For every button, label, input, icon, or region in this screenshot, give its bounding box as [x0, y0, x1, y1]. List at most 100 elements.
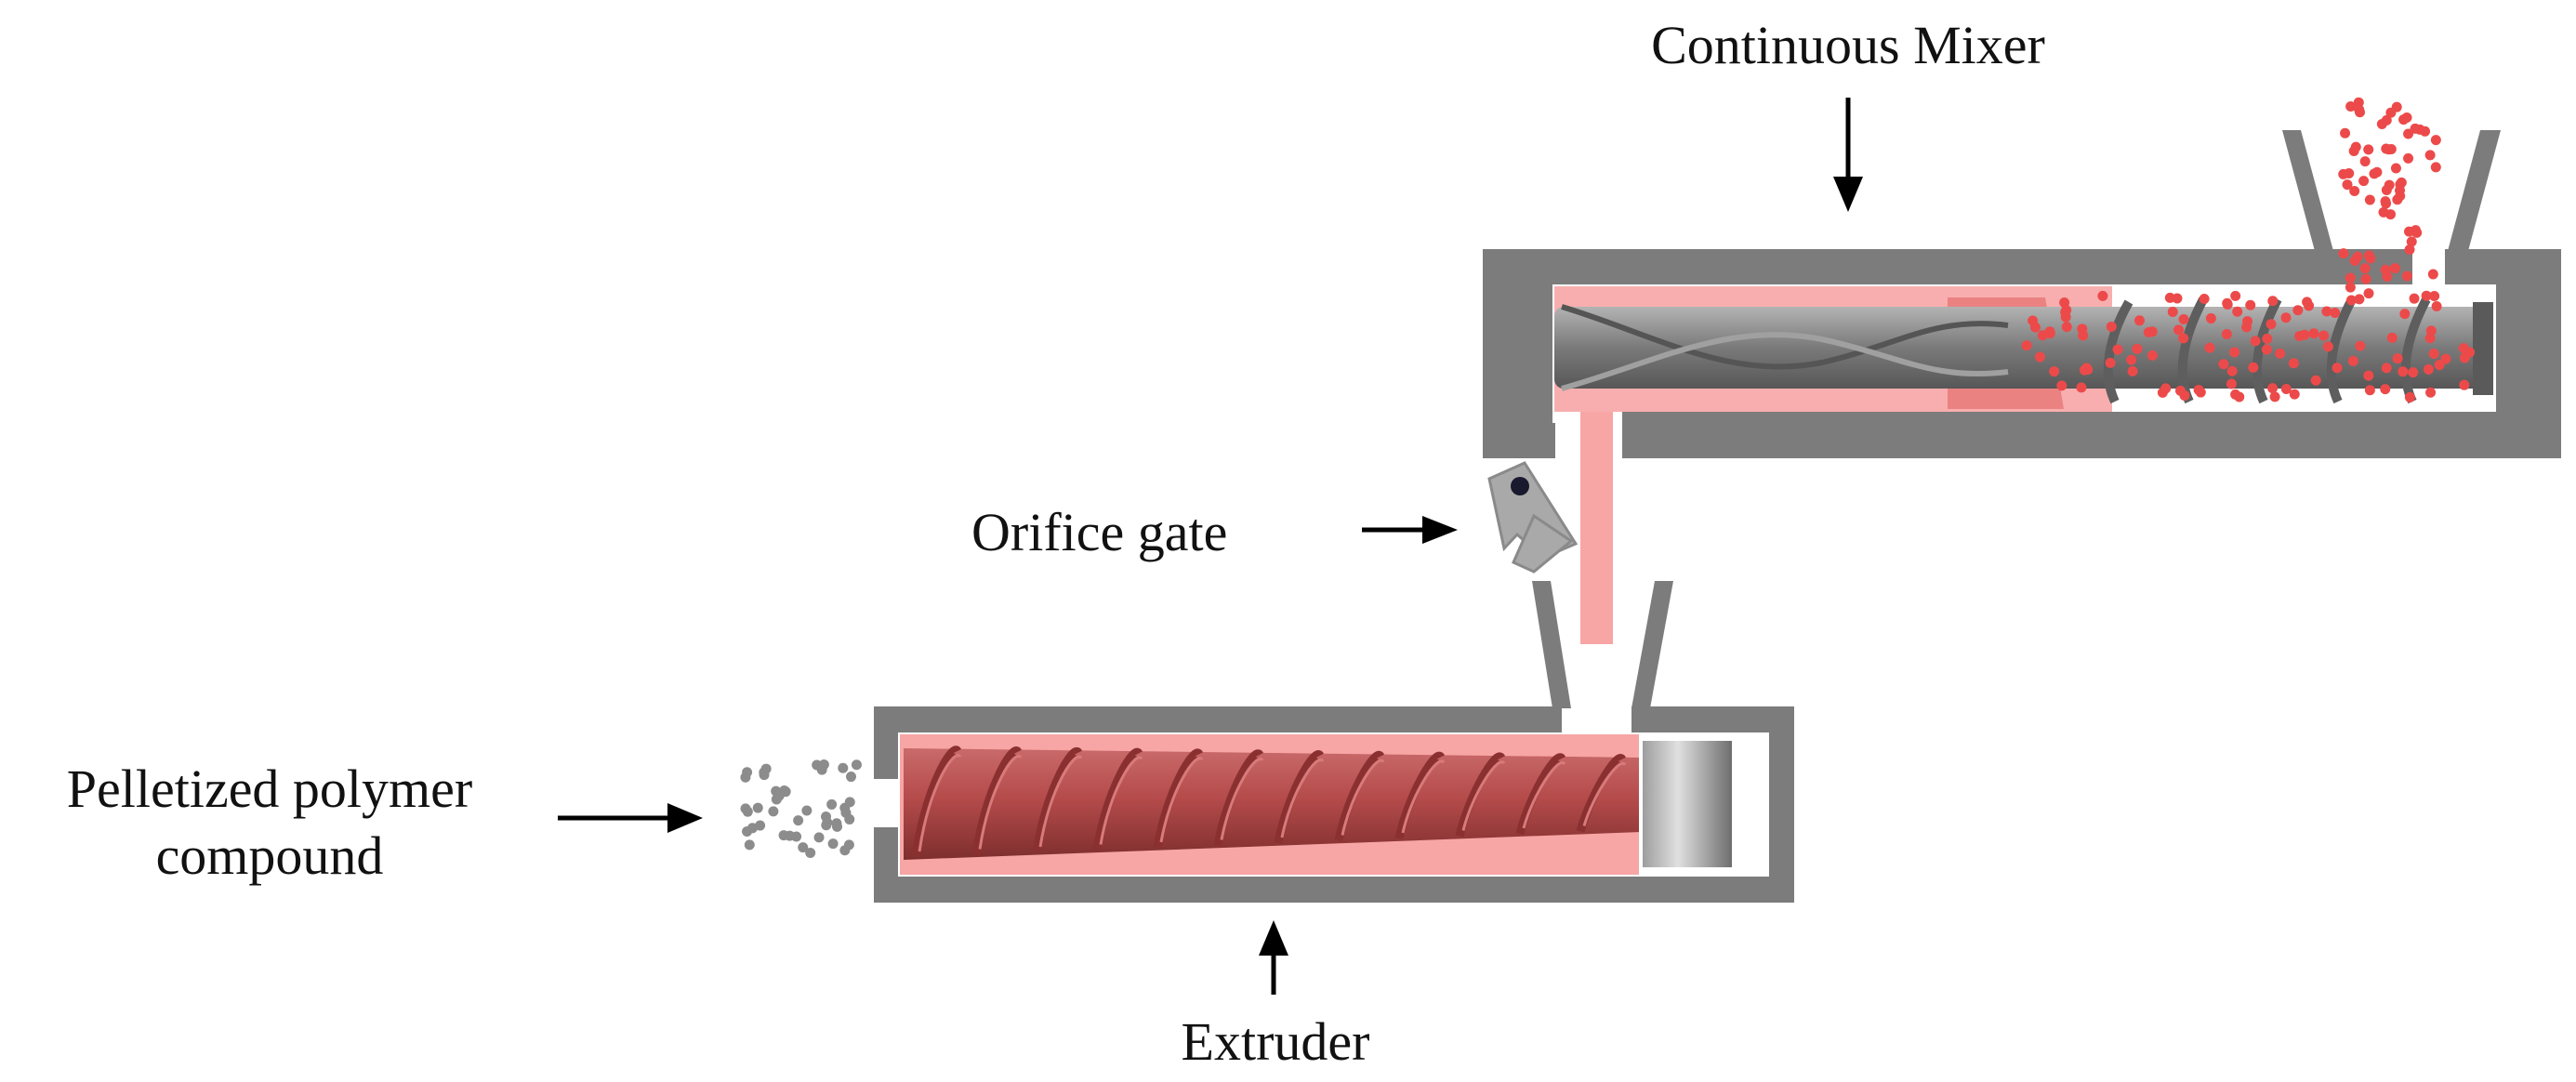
screw-flight-highlight [978, 754, 1023, 850]
grey-pellet [826, 798, 838, 810]
red-pellet [2292, 305, 2304, 316]
grey-pellet [768, 806, 779, 817]
grey-pellet [839, 802, 851, 813]
red-pellet [2318, 330, 2330, 341]
red-pellet [2401, 270, 2412, 282]
grey-pellet [784, 830, 795, 841]
red-pellet [2097, 290, 2108, 301]
red-pellet [2349, 256, 2360, 267]
screw-flight [1334, 750, 1385, 842]
red-pellet [2385, 107, 2397, 118]
red-pellet [2396, 177, 2407, 188]
red-pellet [2112, 344, 2123, 355]
red-pellet [2345, 295, 2357, 306]
red-pellet [2430, 162, 2441, 173]
red-pellet [2429, 291, 2440, 302]
screw-flight [1213, 749, 1264, 847]
red-pellet [2353, 97, 2364, 108]
red-pellet [2350, 141, 2361, 152]
extruder-arrowhead-icon [1259, 920, 1288, 956]
grey-pellet [831, 818, 842, 829]
grey-pellet [742, 806, 753, 817]
mixer-pellets [2021, 97, 2476, 402]
feed-arrowhead-icon [667, 803, 703, 833]
red-pellet [2034, 351, 2045, 363]
mixer-screw [1554, 297, 2493, 404]
grey-pellet [801, 805, 812, 816]
red-pellet [2428, 349, 2439, 360]
red-pellet [2147, 326, 2158, 337]
red-pellet [2403, 128, 2414, 139]
red-pellet [2127, 365, 2138, 376]
red-pellet [2376, 118, 2387, 129]
screw-flight [1274, 750, 1325, 844]
screw-flight-highlight [1582, 761, 1627, 826]
extruder-end-plug [1639, 737, 1736, 871]
extruder [740, 581, 1794, 903]
red-pellet [2380, 196, 2391, 207]
grey-pellet [813, 832, 825, 843]
orifice-gate-label: Orifice gate [971, 502, 1227, 562]
grey-pellet [851, 759, 862, 771]
grey-pellet [805, 848, 816, 859]
screw-flight-highlight [1401, 759, 1446, 834]
red-pellet [2193, 384, 2204, 395]
red-pellet [2280, 312, 2292, 323]
red-pellet [2349, 186, 2360, 197]
red-pellet [2332, 363, 2343, 374]
red-pellet [2230, 290, 2241, 301]
red-pellet [2330, 308, 2341, 319]
red-pellet [2354, 104, 2365, 115]
red-pellet [2028, 315, 2039, 326]
screw-flight-highlight [1220, 758, 1264, 840]
red-pellet [2056, 380, 2067, 391]
red-pellet [2382, 271, 2393, 283]
red-pellet [2289, 389, 2300, 400]
feed-pellets [740, 759, 862, 859]
pelletized-label-line2: compound [156, 825, 384, 886]
red-pellet [2157, 387, 2168, 398]
red-pellet [2369, 168, 2380, 179]
red-pellet [2178, 333, 2189, 344]
screw-flight-highlight [918, 754, 962, 852]
screw-flight [1032, 746, 1083, 853]
red-pellet [2363, 370, 2374, 381]
red-pellet [2226, 378, 2237, 389]
red-pellet [2395, 191, 2406, 202]
red-pellet [2392, 353, 2403, 364]
red-pellet [2205, 313, 2216, 324]
red-pellet [2458, 343, 2469, 354]
red-pellet [2440, 353, 2451, 364]
red-pellet [2459, 379, 2470, 390]
red-pellet [2105, 357, 2116, 368]
grey-pellet [821, 820, 832, 831]
red-pellet [2360, 273, 2371, 284]
grey-pellet [752, 802, 763, 813]
red-pellet [2364, 194, 2375, 205]
red-pellet [2221, 328, 2232, 339]
red-pellet [2262, 333, 2273, 344]
orifice-gate-icon [1487, 461, 1579, 574]
mixer-outlet-stream [1580, 412, 1613, 644]
red-pellet [2076, 382, 2087, 393]
red-pellet [2299, 329, 2310, 340]
continuous-mixer [1483, 97, 2561, 644]
red-pellet [2409, 293, 2420, 304]
red-pellet [2081, 363, 2093, 374]
red-pellet [2425, 387, 2437, 398]
red-pellet [2424, 150, 2436, 161]
red-pellet [2354, 294, 2365, 305]
screw-flight-highlight [1099, 756, 1143, 845]
red-pellet [2288, 358, 2299, 369]
red-pellet [2398, 114, 2410, 125]
red-pellet [2245, 299, 2256, 310]
red-pellet [2384, 179, 2395, 191]
red-pellet [2061, 305, 2072, 316]
red-pellet [2261, 344, 2272, 355]
grey-pellet [827, 838, 839, 850]
red-pellet [2386, 332, 2398, 343]
red-pellet [2342, 179, 2353, 191]
red-pellet [2340, 127, 2351, 139]
red-pellet [2430, 135, 2441, 146]
